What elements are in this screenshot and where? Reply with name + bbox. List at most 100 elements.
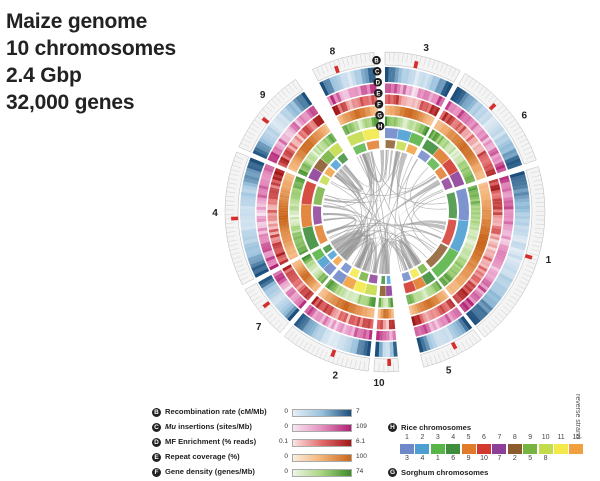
legend-label: MF Enrichment (% reads) (165, 437, 256, 446)
heatmap-cell (240, 209, 255, 213)
heatmap-cell (240, 213, 255, 217)
synteny-links (323, 150, 447, 274)
rice-synteny-block (323, 244, 333, 253)
sorghum-synteny-block (385, 128, 398, 139)
reverse-strand-label: reverse strand (574, 394, 581, 454)
sorghum-synteny-block (456, 188, 469, 220)
rice-chromosome-number: 10 (539, 434, 553, 441)
heatmap-cell (504, 206, 514, 209)
sorghum-synteny-block (386, 286, 392, 296)
heatmap-cell (385, 105, 388, 115)
legend-gradient-bar (292, 439, 352, 447)
legend-row-mu-insertions: C Mu insertions (sites/Mb) 0 109 (152, 421, 382, 436)
heatmap-cell (504, 212, 514, 215)
sorghum-synteny-block (363, 128, 380, 140)
title-line-organism: Maize genome (6, 8, 206, 35)
chromosome-label: 8 (330, 46, 336, 57)
track-badge-letter: F (377, 102, 381, 108)
sorghum-chromosome-number: 3 (400, 455, 414, 462)
heatmap-cell (267, 210, 277, 213)
heatmap-cell (386, 298, 389, 308)
heatmap-cell (383, 320, 386, 330)
centromere-mark (231, 217, 238, 221)
rice-synteny-block (366, 140, 379, 150)
heatmap-cell (386, 309, 389, 319)
sorghum-chromosome-number: 10 (477, 455, 491, 462)
legend-label-text: insertions (sites/Mb) (176, 422, 252, 431)
heatmap-cell (386, 331, 390, 341)
track-badge-letter: H (378, 124, 382, 130)
heatmap-cell (389, 320, 393, 330)
heatmap-cell (389, 331, 393, 341)
genome-tracks (225, 52, 545, 372)
rice-synteny-block (313, 186, 325, 205)
legend-min: 0 (276, 408, 288, 415)
chromosome-label: 1 (546, 255, 552, 266)
legend-min: 0 (276, 453, 288, 460)
sorghum-chromosome-number: 5 (523, 455, 537, 462)
sorghum-chromosome-number: 2 (508, 455, 522, 462)
sorghum-chromosome-number: 4 (415, 455, 429, 462)
legend-row-mf-enrichment: D MF Enrichment (% reads) 0.1 6.1 (152, 436, 382, 451)
sorghum-chromosome-number: 6 (446, 455, 460, 462)
rice-synteny-block (386, 140, 396, 149)
legend-min: 0.1 (276, 438, 288, 445)
legend-min: 0 (276, 423, 288, 430)
legend-badge: C (152, 423, 161, 432)
sorghum-synteny-block (365, 284, 378, 296)
rice-chromosome-number: 9 (523, 434, 537, 441)
heatmap-cell (482, 212, 492, 215)
rice-synteny-block (396, 141, 407, 151)
legend-label: Gene density (genes/Mb) (165, 467, 255, 476)
chromosome-label: 9 (260, 90, 266, 101)
rice-chromosome-swatch (400, 444, 414, 454)
rice-synteny-block (330, 159, 341, 170)
rice-synteny-block (337, 153, 348, 164)
rice-synteny-block (349, 268, 360, 279)
sorghum-legend-badge: G (388, 468, 397, 477)
rice-synteny-block (406, 144, 418, 155)
rice-synteny-block (410, 268, 420, 278)
heatmap-cell (493, 209, 503, 212)
rice-chromosome-number: 7 (492, 434, 506, 441)
rice-synteny-block (402, 272, 411, 282)
legend-badge: E (152, 453, 161, 462)
heatmap-cell (278, 210, 288, 213)
rice-synteny-block (319, 175, 330, 186)
sorghum-legend-title: Sorghum chromosomes (401, 468, 488, 477)
heatmap-cell (378, 298, 381, 308)
heatmap-cell (388, 84, 391, 94)
heatmap-cell (256, 210, 266, 213)
legend-gradient-bar (292, 469, 352, 477)
legend-row-gene-density: F Gene density (genes/Mb) 0 74 (152, 466, 382, 481)
heatmap-cell (385, 67, 389, 82)
title-block: Maize genome 10 chromosomes 2.4 Gbp 32,0… (6, 8, 206, 116)
sorghum-chromosome-number: 9 (462, 455, 476, 462)
chromosome-color-legend: H Rice chromosomes G Sorghum chromosomes… (388, 422, 598, 478)
heatmap-cell (379, 331, 383, 341)
rice-chromosome-swatch (446, 444, 460, 454)
heatmap-cell (289, 210, 299, 212)
legend-label: Mu insertions (sites/Mb) (165, 422, 252, 431)
legend-badge: B (152, 408, 161, 417)
heatmap-cell (504, 209, 514, 212)
legend-row-recombination: B Recombination rate (cM/Mb) 0 7 (152, 406, 382, 421)
heatmap-cell (482, 210, 492, 213)
legend-max: 100 (356, 453, 367, 460)
legend-label: Recombination rate (cM/Mb) (165, 407, 267, 416)
rice-synteny-block (324, 167, 335, 178)
heatmap-cell (382, 342, 386, 357)
legend-max: 6.1 (356, 438, 365, 445)
legend-gradient-bar (292, 424, 352, 432)
rice-synteny-block (387, 276, 391, 284)
synteny-ribbon (386, 151, 398, 274)
rice-chromosome-swatch (523, 444, 537, 454)
rice-synteny-block (359, 272, 369, 282)
rice-chromosome-number: 8 (508, 434, 522, 441)
heatmap-cell (386, 320, 389, 330)
rice-chromosome-number: 1 (400, 434, 414, 441)
heatmap-cell (383, 331, 386, 341)
track-badge-letter: D (376, 81, 381, 87)
rice-chromosome-swatch (462, 444, 476, 454)
title-line-size: 2.4 Gbp (6, 62, 206, 89)
